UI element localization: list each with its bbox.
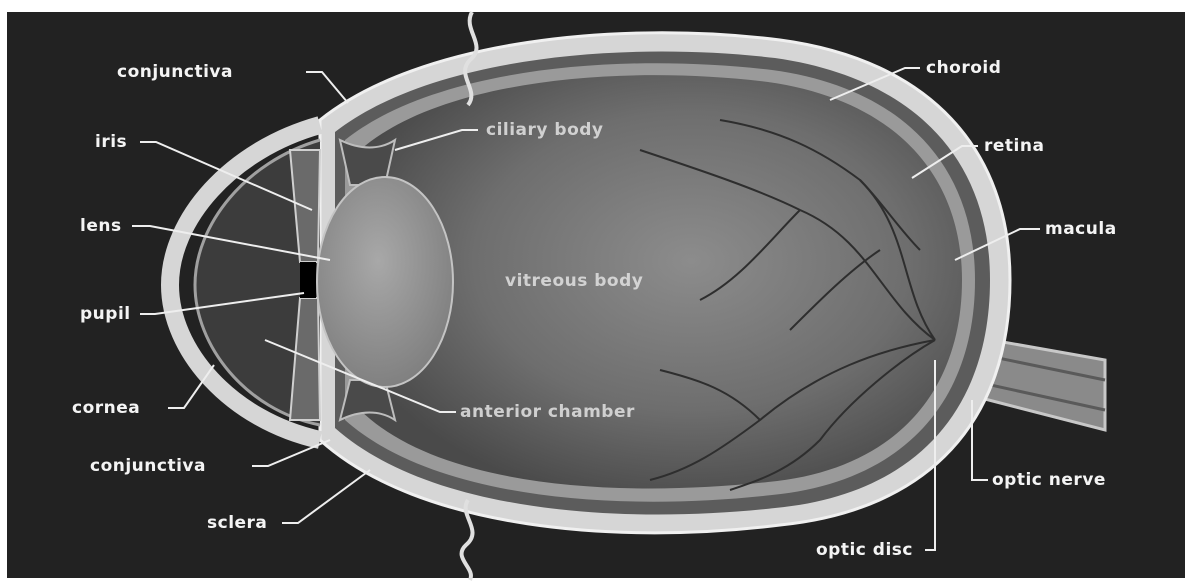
label-sclera: sclera: [207, 513, 267, 533]
label-retina: retina: [984, 136, 1044, 156]
label-pupil: pupil: [80, 304, 131, 324]
label-choroid: choroid: [926, 58, 1001, 78]
label-iris: iris: [95, 132, 127, 152]
label-optic-nerve: optic nerve: [992, 470, 1106, 490]
label-anterior-chamber: anterior chamber: [460, 402, 635, 422]
label-optic-disc: optic disc: [816, 540, 913, 560]
leader-conjunctiva-bottom: [252, 440, 330, 466]
lens-shape: [317, 177, 453, 387]
leader-sclera: [282, 470, 370, 523]
label-lens: lens: [80, 216, 122, 236]
label-conjunctiva-bottom: conjunctiva: [90, 456, 206, 476]
label-vitreous-body: vitreous body: [505, 271, 643, 291]
label-ciliary-body: ciliary body: [486, 120, 604, 140]
label-cornea: cornea: [72, 398, 140, 418]
label-conjunctiva-top: conjunctiva: [117, 62, 233, 82]
label-macula: macula: [1045, 219, 1117, 239]
leader-conjunctiva-top: [306, 72, 348, 103]
